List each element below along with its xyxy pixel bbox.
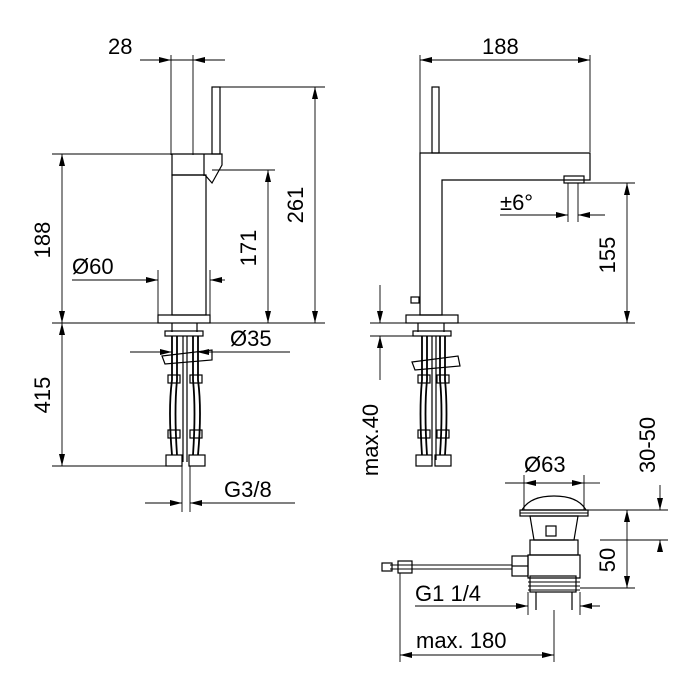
dim-188-height-label: 188 <box>30 222 55 259</box>
dim-diameter-63-label: Ø63 <box>524 452 566 477</box>
dim-261-label: 261 <box>283 187 308 224</box>
dim-415-label: 415 <box>30 377 55 414</box>
dim-g3-8-label: G3/8 <box>224 477 272 502</box>
dim-max40-label: max.40 <box>358 404 383 476</box>
dim-g1-1-4-label: G1 1/4 <box>415 581 481 606</box>
dim-angle-label: ±6° <box>500 190 533 215</box>
dim-diameter-60-label: Ø60 <box>72 254 114 279</box>
waste-detail: Ø63 30-50 <box>381 417 668 662</box>
dim-30-50-label: 30-50 <box>635 417 660 473</box>
front-view: 28 188 <box>30 34 325 512</box>
dim-max180-label: max. 180 <box>416 628 507 653</box>
side-view: 188 max. <box>358 34 635 476</box>
dim-50-label: 50 <box>595 548 620 572</box>
dim-171-label: 171 <box>236 230 261 267</box>
dim-188-depth-label: 188 <box>482 34 519 59</box>
dim-diameter-35-label: Ø35 <box>230 326 272 351</box>
dim-28-label: 28 <box>108 34 132 59</box>
dim-155-label: 155 <box>595 237 620 274</box>
